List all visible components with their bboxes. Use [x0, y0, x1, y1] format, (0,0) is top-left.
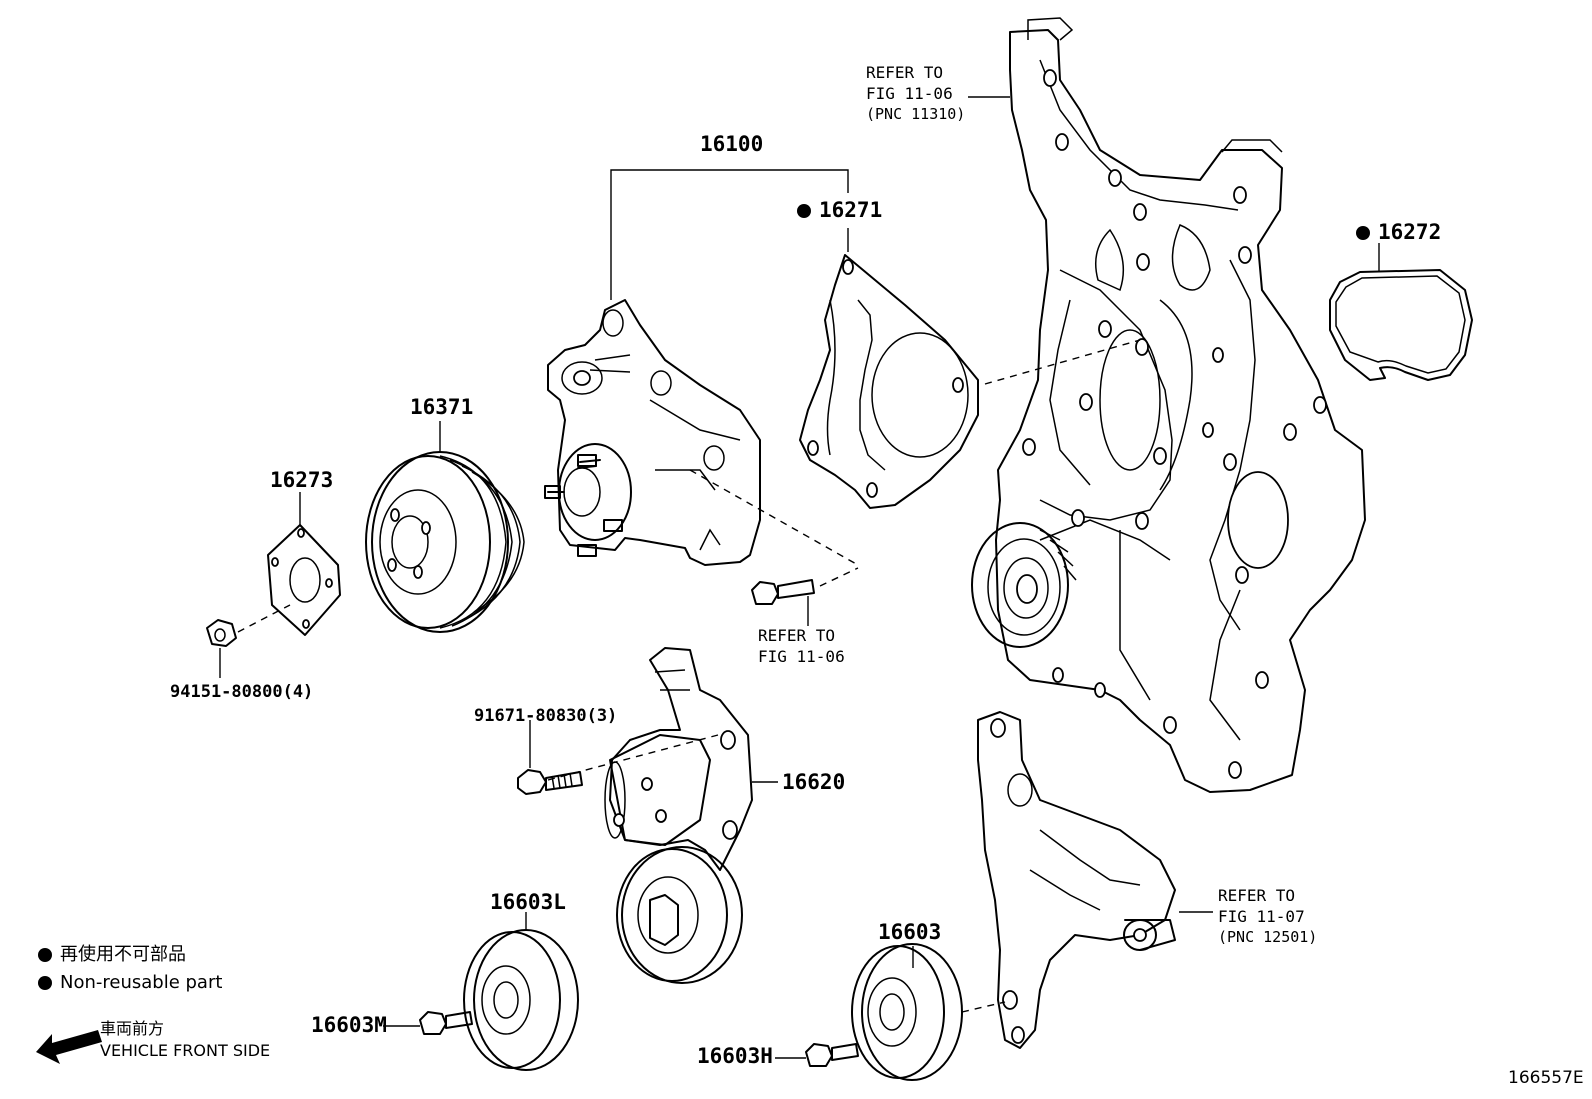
- ref-fig-11-07: REFER TO FIG 11-07 (PNC 12501): [1218, 886, 1317, 947]
- water-pump-drawing: [544, 299, 761, 566]
- gasket-16272-drawing: [1329, 269, 1473, 381]
- non-reusable-dot-icon: [797, 204, 811, 218]
- legend-en-text: Non-reusable part: [60, 972, 223, 993]
- vehicle-front-jp: 車両前方: [100, 1019, 165, 1038]
- ref-line: REFER TO: [758, 626, 836, 645]
- legend-jp: 再使用不可部品: [38, 946, 186, 964]
- ref-line: REFER TO: [866, 63, 944, 82]
- ref-line: (PNC 12501): [1218, 927, 1318, 946]
- plate-16273-drawing: [267, 524, 341, 636]
- legend-en: Non-reusable part: [38, 974, 222, 992]
- label-94151: 94151-80800(4): [170, 682, 314, 702]
- label-16273: 16273: [270, 468, 334, 492]
- ref-line: REFER TO: [1218, 886, 1296, 905]
- vehicle-front-en: VEHICLE FRONT SIDE: [100, 1041, 271, 1061]
- ref-line: FIG 11-07: [1218, 906, 1305, 926]
- vehicle-front-arrow-icon: [36, 1030, 102, 1064]
- label-91671: 91671-80830(3): [474, 706, 618, 726]
- ref-fig-11-06-bolt: REFER TO FIG 11-06: [758, 626, 845, 668]
- figure-id: 166557E: [1508, 1068, 1584, 1088]
- label-16603: 16603: [878, 920, 942, 944]
- bracket-drawing: [977, 711, 1176, 1049]
- label-16271: 16271: [797, 200, 882, 221]
- pump-bolt-drawing: [751, 579, 815, 605]
- bolt-16603H-drawing: [805, 1043, 859, 1067]
- ref-line: FIG 11-06: [758, 646, 845, 666]
- leader-lines: [219, 96, 1380, 1059]
- bolt-16603M-drawing: [419, 1011, 473, 1035]
- timing-cover-drawing: [971, 17, 1366, 793]
- ref-fig-11-06-cover: REFER TO FIG 11-06 (PNC 11310): [866, 63, 965, 124]
- label-16271-text: 16271: [819, 198, 883, 222]
- label-16100: 16100: [700, 132, 764, 156]
- idler-16603L-drawing: [463, 929, 579, 1071]
- nut-94151-drawing: [206, 619, 237, 647]
- non-reusable-dot-icon: [38, 976, 52, 990]
- non-reusable-dot-icon: [38, 948, 52, 962]
- label-16620: 16620: [782, 770, 846, 794]
- label-16603H: 16603H: [697, 1044, 773, 1068]
- label-16272: 16272: [1356, 222, 1441, 243]
- pulley-16371-drawing: [365, 451, 525, 633]
- label-16603M: 16603M: [311, 1013, 387, 1037]
- vehicle-front-label: 車両前方 VEHICLE FRONT SIDE: [100, 1018, 270, 1063]
- label-16603L: 16603L: [490, 890, 566, 914]
- ref-line: FIG 11-06: [866, 83, 953, 103]
- label-16272-text: 16272: [1378, 220, 1442, 244]
- legend-jp-text: 再使用不可部品: [60, 944, 186, 965]
- tensioner-16620-drawing: [604, 647, 753, 984]
- idler-16603-drawing: [851, 943, 963, 1081]
- gasket-16271-drawing: [799, 254, 979, 509]
- ref-line: (PNC 11310): [866, 104, 966, 123]
- label-16371: 16371: [410, 395, 474, 419]
- non-reusable-dot-icon: [1356, 226, 1370, 240]
- bolt-91671-drawing: [517, 769, 583, 795]
